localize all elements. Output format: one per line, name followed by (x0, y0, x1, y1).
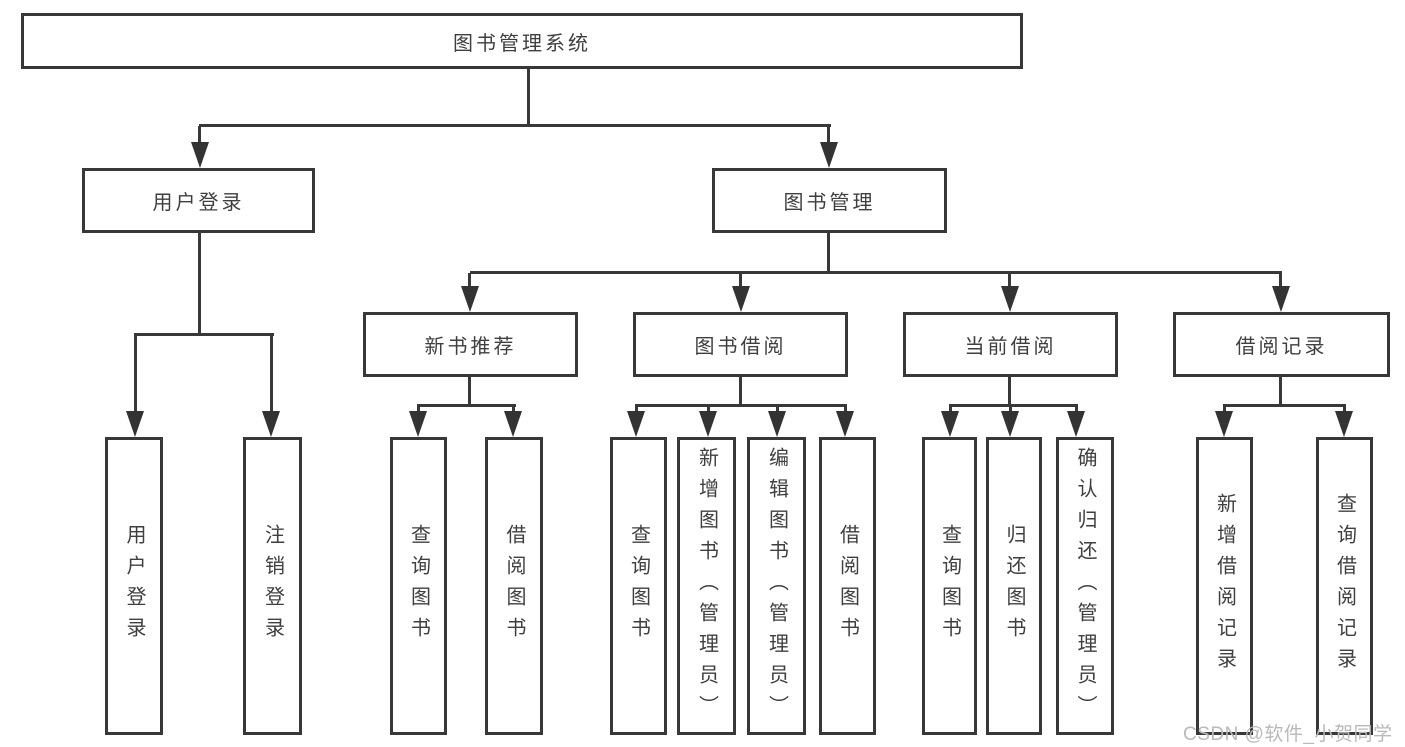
leaf-edit-book-admin: 编辑图书（管理员） (747, 437, 806, 735)
leaf-add-book-admin: 新增图书（管理员） (677, 437, 736, 735)
arrow-down-icon (1272, 286, 1290, 312)
connector-line (134, 335, 137, 413)
connector-line (776, 406, 779, 413)
leaf-logout: 注销登录 (243, 437, 302, 735)
arrow-down-icon (1335, 411, 1353, 437)
arrow-down-icon (820, 142, 838, 168)
connector-line (739, 273, 742, 288)
connector-line (198, 126, 201, 144)
connector-line (1279, 377, 1282, 406)
arrow-down-icon (1001, 286, 1019, 312)
arrow-down-icon (1215, 411, 1233, 437)
leaf-add-borrow-record: 新增借阅记录 (1196, 437, 1253, 735)
arrow-down-icon (409, 411, 427, 437)
connector-line (827, 126, 830, 144)
connector-line (1008, 273, 1011, 288)
connector-line (1008, 377, 1011, 406)
node-book-management: 图书管理 (712, 168, 947, 233)
leaf-query-books-current: 查询图书 (922, 437, 977, 735)
node-new-book-recommend: 新书推荐 (363, 312, 578, 377)
connector-line (1075, 406, 1078, 413)
arrow-down-icon (1067, 411, 1085, 437)
connector-line (827, 233, 830, 273)
watermark: CSDN @软件_小贺同学 (1183, 724, 1393, 745)
leaf-confirm-return-admin: 确认归还（管理员） (1056, 437, 1114, 735)
leaf-borrow-books-recommend: 借阅图书 (485, 437, 543, 735)
arrow-down-icon (768, 411, 786, 437)
connector-line (512, 406, 515, 413)
connector-line (949, 404, 1078, 407)
connector-line (1009, 406, 1012, 413)
connector-line (1343, 406, 1346, 413)
connector-line (417, 404, 516, 407)
connector-line (1223, 406, 1226, 413)
connector-line (635, 406, 638, 413)
connector-line (1279, 273, 1282, 288)
connector-line (844, 406, 847, 413)
connector-line (949, 406, 952, 413)
connector-line (527, 69, 530, 126)
connector-line (134, 333, 274, 336)
arrow-down-icon (836, 411, 854, 437)
arrow-down-icon (1001, 411, 1019, 437)
arrow-down-icon (732, 286, 750, 312)
node-library-system: 图书管理系统 (21, 13, 1023, 69)
leaf-query-books-borrowing: 查询图书 (610, 437, 667, 735)
node-current-borrowing: 当前借阅 (903, 312, 1118, 377)
connector-line (199, 124, 831, 127)
arrow-down-icon (461, 286, 479, 312)
connector-line (707, 406, 710, 413)
connector-line (635, 404, 847, 407)
connector-line (468, 273, 471, 288)
node-user-login: 用户登录 (82, 168, 315, 233)
arrow-down-icon (262, 411, 280, 437)
leaf-user-login: 用户登录 (105, 437, 163, 735)
leaf-query-books-recommend: 查询图书 (390, 437, 447, 735)
arrow-down-icon (126, 411, 144, 437)
arrow-down-icon (504, 411, 522, 437)
arrow-down-icon (699, 411, 717, 437)
connector-line (470, 271, 1282, 274)
connector-line (468, 377, 471, 406)
node-book-borrowing: 图书借阅 (633, 312, 848, 377)
arrow-down-icon (627, 411, 645, 437)
connector-line (417, 406, 420, 413)
connector-line (270, 335, 273, 413)
leaf-query-borrow-record: 查询借阅记录 (1316, 437, 1373, 735)
node-borrowing-records: 借阅记录 (1173, 312, 1390, 377)
connector-line (739, 377, 742, 406)
connector-line (1223, 404, 1346, 407)
arrow-down-icon (941, 411, 959, 437)
connector-line (198, 233, 201, 335)
leaf-return-book: 归还图书 (986, 437, 1042, 735)
arrow-down-icon (191, 142, 209, 168)
leaf-borrow-books-borrowing: 借阅图书 (819, 437, 876, 735)
